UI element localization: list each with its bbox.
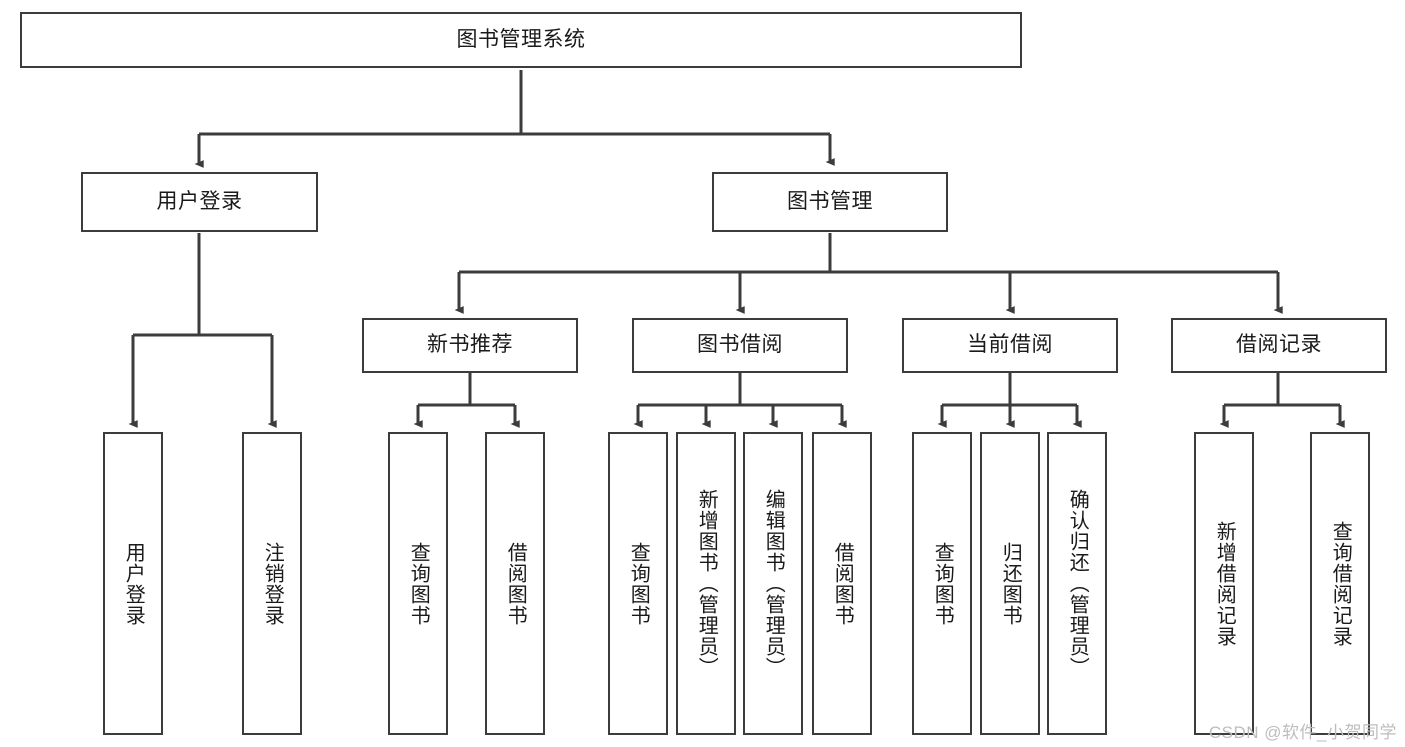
node-borrow-record[interactable]: 借阅记录 bbox=[1171, 318, 1387, 373]
node-current-borrow-label: 当前借阅 bbox=[967, 333, 1053, 357]
node-current-borrow[interactable]: 当前借阅 bbox=[902, 318, 1118, 373]
node-leaf-confirm-return-label: 确认归还（管理员） bbox=[1066, 489, 1089, 678]
node-leaf-borrow-book-1-label: 借阅图书 bbox=[504, 541, 527, 626]
node-leaf-borrow-book-1[interactable]: 借阅图书 bbox=[485, 432, 545, 735]
node-book-borrow[interactable]: 图书借阅 bbox=[632, 318, 848, 373]
node-root-label: 图书管理系统 bbox=[456, 27, 586, 51]
node-leaf-user-login[interactable]: 用户登录 bbox=[103, 432, 163, 735]
node-leaf-add-record-label: 新增借阅记录 bbox=[1213, 520, 1236, 647]
node-book-borrow-label: 图书借阅 bbox=[697, 333, 783, 357]
node-new-book-recommend-label: 新书推荐 bbox=[427, 333, 513, 357]
node-leaf-user-login-label: 用户登录 bbox=[122, 541, 145, 626]
csdn-watermark: CSDN @软件_小贺同学 bbox=[1208, 723, 1397, 742]
node-leaf-edit-book-label: 编辑图书（管理员） bbox=[762, 489, 785, 678]
node-leaf-logout[interactable]: 注销登录 bbox=[242, 432, 302, 735]
node-leaf-add-book[interactable]: 新增图书（管理员） bbox=[676, 432, 736, 735]
node-leaf-query-record-label: 查询借阅记录 bbox=[1329, 520, 1352, 647]
node-new-book-recommend[interactable]: 新书推荐 bbox=[362, 318, 578, 373]
node-user-login-label: 用户登录 bbox=[156, 189, 243, 213]
node-borrow-record-label: 借阅记录 bbox=[1236, 333, 1322, 357]
node-leaf-borrow-book-2-label: 借阅图书 bbox=[831, 541, 854, 626]
node-leaf-edit-book[interactable]: 编辑图书（管理员） bbox=[743, 432, 803, 735]
node-leaf-confirm-return[interactable]: 确认归还（管理员） bbox=[1047, 432, 1107, 735]
node-user-login[interactable]: 用户登录 bbox=[81, 172, 318, 232]
node-leaf-query-book-1[interactable]: 查询图书 bbox=[388, 432, 448, 735]
node-leaf-query-book-3[interactable]: 查询图书 bbox=[912, 432, 972, 735]
node-leaf-query-record[interactable]: 查询借阅记录 bbox=[1310, 432, 1370, 735]
node-root[interactable]: 图书管理系统 bbox=[20, 12, 1022, 68]
node-leaf-query-book-1-label: 查询图书 bbox=[407, 541, 430, 626]
node-leaf-return-book-label: 归还图书 bbox=[999, 541, 1022, 626]
node-leaf-add-record[interactable]: 新增借阅记录 bbox=[1194, 432, 1254, 735]
node-leaf-query-book-2-label: 查询图书 bbox=[627, 541, 650, 626]
node-book-manage[interactable]: 图书管理 bbox=[712, 172, 948, 232]
node-book-manage-label: 图书管理 bbox=[787, 189, 873, 213]
node-leaf-return-book[interactable]: 归还图书 bbox=[980, 432, 1040, 735]
node-leaf-query-book-3-label: 查询图书 bbox=[931, 541, 954, 626]
node-leaf-query-book-2[interactable]: 查询图书 bbox=[608, 432, 668, 735]
node-leaf-borrow-book-2[interactable]: 借阅图书 bbox=[812, 432, 872, 735]
node-leaf-logout-label: 注销登录 bbox=[261, 541, 284, 626]
node-leaf-add-book-label: 新增图书（管理员） bbox=[695, 489, 718, 678]
